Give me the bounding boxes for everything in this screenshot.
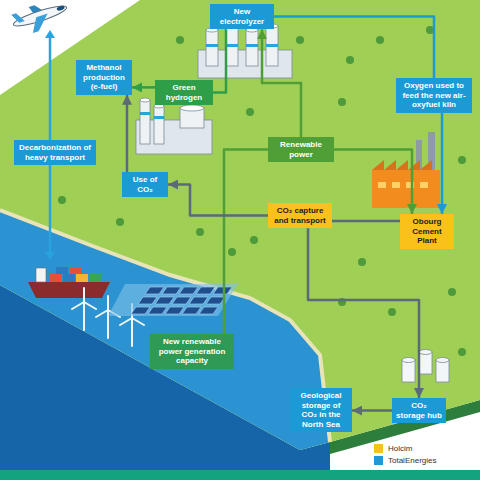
solar-platform	[108, 284, 238, 316]
legend-row: Holcim	[374, 444, 436, 454]
box-text: New electrolyzer	[214, 7, 270, 26]
flow-arrow	[334, 150, 412, 214]
legend-swatch	[374, 444, 383, 453]
legend-text: TotalEnergies	[388, 456, 436, 466]
solar-panels	[131, 287, 232, 314]
cement-plant	[372, 132, 440, 208]
legend: HolcimTotalEnergies	[374, 444, 436, 467]
box-text: Geological storage of CO₂ in the North S…	[294, 391, 348, 429]
storage-tanks	[402, 350, 449, 383]
legend-row: TotalEnergies	[374, 456, 436, 466]
electrolyzer-plant	[198, 24, 292, 78]
flow-arrow	[168, 185, 268, 216]
flow-arrow	[224, 150, 268, 334]
flow-arrow	[132, 86, 155, 89]
callout-box: Green hydrogen	[155, 80, 213, 105]
flow-arrow	[126, 95, 129, 172]
legend-text: Holcim	[388, 444, 412, 454]
callout-box: Renewable power	[268, 137, 334, 162]
flow-arrow	[262, 29, 301, 137]
box-text: CO₂ capture and transport	[272, 206, 328, 225]
callout-box: CO₂ storage hub	[392, 398, 446, 423]
box-text: Oxygen used to feed the new air-oxyfuel …	[400, 81, 468, 110]
methanol-plant	[136, 98, 212, 154]
callout-box: CO₂ capture and transport	[268, 203, 332, 228]
callout-box: New renewable power generation capacity	[150, 334, 234, 369]
flow-arrow	[308, 228, 419, 398]
box-text: New renewable power generation capacity	[154, 337, 230, 366]
callout-box: Use of CO₂	[122, 172, 168, 197]
box-text: Renewable power	[272, 140, 330, 159]
flow-arrow	[441, 113, 444, 214]
airplane	[10, 0, 71, 38]
trees	[58, 26, 466, 356]
box-text: Use of CO₂	[126, 175, 164, 194]
legend-swatch	[374, 456, 383, 465]
box-text: Green hydrogen	[159, 83, 209, 102]
box-text: CO₂ storage hub	[396, 401, 442, 420]
callout-box: New electrolyzer	[210, 4, 274, 29]
callout-box: Methanol production (e-fuel)	[76, 60, 132, 95]
callout-box: Geological storage of CO₂ in the North S…	[290, 388, 352, 432]
box-text: Methanol production (e-fuel)	[80, 63, 128, 92]
ship	[28, 267, 110, 298]
box-text: Decarbonization of heavy transport	[18, 143, 92, 162]
flow-arrow	[352, 409, 392, 412]
callout-box: Oxygen used to feed the new air-oxyfuel …	[396, 78, 472, 113]
box-text: Obourg Cement Plant	[404, 217, 450, 246]
land-surface	[0, 0, 480, 450]
bottom-band	[0, 470, 480, 480]
callout-box: Decarbonization of heavy transport	[14, 140, 96, 165]
flow-arrow	[332, 220, 400, 223]
callout-box: Obourg Cement Plant	[400, 214, 454, 249]
flow-arrow	[213, 29, 226, 92]
flow-arrow	[274, 17, 434, 78]
